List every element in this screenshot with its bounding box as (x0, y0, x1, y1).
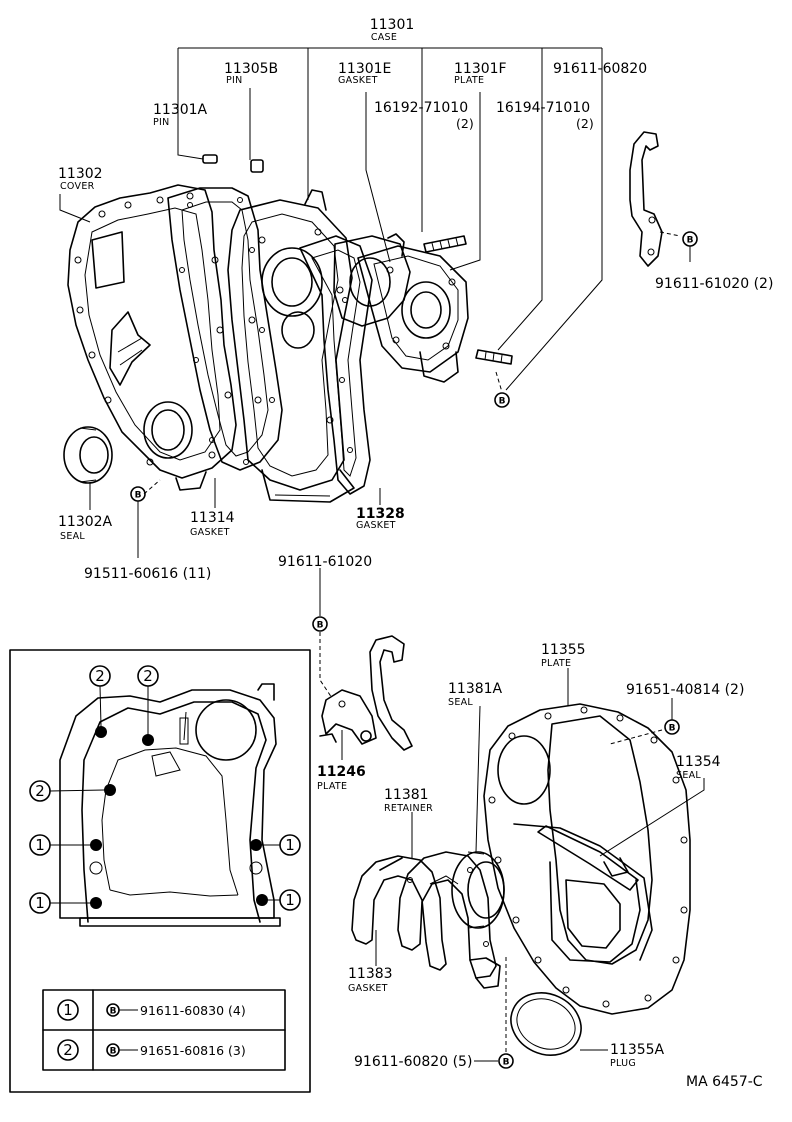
timing-case-drawing (227, 189, 355, 503)
label-seal-54-number: 11354 (676, 754, 721, 770)
plate-11246-drawing (319, 689, 377, 745)
timing-cover-drawing (67, 184, 237, 491)
plug-drawing (510, 992, 582, 1056)
label-bolt-cover-number: 91511-60616 (11) (84, 566, 211, 582)
label-bolt-mid-number: 91611-61020 (278, 554, 372, 570)
inset-mark-2c: 2 (35, 782, 45, 800)
oil-seal-drawing (63, 426, 113, 484)
rear-oil-seal-drawing (451, 851, 505, 929)
label-stud2-number: 16194-71010 (496, 100, 590, 116)
inset-mark-1b: 1 (35, 894, 45, 912)
label-plate-f-name: PLATE (454, 75, 484, 86)
label-hook-bolt-number: 91611-61020 (2) (655, 276, 773, 292)
label-plate-55-name: PLATE (541, 658, 571, 669)
bolt-symbol: B (499, 397, 506, 407)
inset-mark-1d: 1 (285, 891, 295, 909)
label-gasket-28-number: 11328 (356, 506, 405, 522)
label-pin-a-number: 11301A (153, 102, 208, 118)
part-labels: 11301 CASE 11305B PIN 11301E GASKET 1130… (58, 17, 773, 1090)
stud-bolt-1-drawing (423, 235, 467, 253)
label-cover-name: COVER (60, 181, 95, 192)
label-pin-b-name: PIN (226, 75, 243, 86)
label-gasket-e-number: 11301E (338, 61, 391, 77)
inset-mark-1c: 1 (285, 836, 295, 854)
label-case-name: CASE (371, 32, 397, 43)
label-gasket-e-name: GASKET (338, 75, 378, 86)
pin-b-drawing (250, 159, 264, 173)
label-cover-number: 11302 (58, 166, 103, 182)
label-seal-a-number: 11302A (58, 514, 113, 530)
legend-part-1: 91611-60830 (4) (140, 1003, 246, 1018)
label-seal-54-name: SEAL (676, 770, 701, 781)
label-plate-46-name: PLATE (317, 781, 347, 792)
pin-a-drawing (202, 154, 218, 164)
label-gasket-14-number: 11314 (190, 510, 235, 526)
bolt-symbol: B (317, 621, 324, 631)
bolt-symbol: B (687, 236, 694, 246)
label-plug-name: PLUG (610, 1058, 636, 1069)
bolt-symbol: B (669, 724, 676, 734)
label-plate-46-number: 11246 (317, 764, 366, 780)
label-case-number: 11301 (370, 17, 415, 33)
retainer-drawing (397, 851, 501, 989)
inset-callouts: 2 2 2 1 1 1 1 (29, 665, 301, 914)
flange-drawing (333, 233, 469, 383)
drawing-code: MA 6457-C (686, 1074, 763, 1090)
label-seal-81a-name: SEAL (448, 697, 473, 708)
bolt-legend-table: 1 2 B 91611-60830 (4) B 91651-60816 (3) (42, 989, 286, 1071)
inset-mark-1a: 1 (35, 836, 45, 854)
bolt-symbol: B (110, 1047, 117, 1057)
label-stud2-qty: (2) (576, 116, 594, 131)
label-gasket-83-number: 11383 (348, 966, 393, 982)
label-plate-f-number: 11301F (454, 61, 507, 77)
bolt-symbol: B (135, 491, 142, 501)
label-bolt-bottom-number: 91611-60820 (5) (354, 1054, 472, 1070)
leader-lines (59, 47, 705, 1062)
wire-hook-lower-drawing (369, 635, 413, 751)
label-seal-a-name: SEAL (60, 531, 85, 542)
bolt-symbol: B (503, 1058, 510, 1068)
legend-mark-2: 2 (63, 1041, 73, 1059)
label-pin-a-name: PIN (153, 117, 170, 128)
legend-part-2: 91651-60816 (3) (140, 1043, 246, 1058)
label-gasket-14-name: GASKET (190, 527, 230, 538)
label-stud1-qty: (2) (456, 116, 474, 131)
label-retainer-name: RETAINER (384, 803, 433, 814)
wire-hook-top-drawing (629, 131, 663, 267)
cover-gasket-drawing (167, 187, 283, 471)
label-bolt-plate-number: 91651-40814 (2) (626, 682, 744, 698)
inset-mark-2a: 2 (95, 667, 105, 685)
label-gasket-83-name: GASKET (348, 983, 388, 994)
label-plug-number: 11355A (610, 1042, 665, 1058)
end-plate-drawing (483, 703, 691, 1015)
label-seal-81a-number: 11381A (448, 681, 503, 697)
label-plate-55-number: 11355 (541, 642, 586, 658)
bolt-symbols: B B B B B B (130, 231, 698, 1069)
label-pin-b-number: 11305B (224, 61, 278, 77)
stud-bolt-2-drawing (475, 349, 513, 365)
label-stud1-number: 16192-71010 (374, 100, 468, 116)
label-bolt-top-number: 91611-60820 (553, 61, 647, 77)
inset-bolt-location-panel (9, 649, 311, 1093)
label-gasket-28-name: GASKET (356, 520, 396, 531)
label-retainer-number: 11381 (384, 787, 429, 803)
legend-mark-1: 1 (63, 1001, 73, 1019)
inset-mark-2b: 2 (143, 667, 153, 685)
retainer-gasket-drawing (351, 855, 447, 971)
bolt-symbol: B (110, 1007, 117, 1017)
